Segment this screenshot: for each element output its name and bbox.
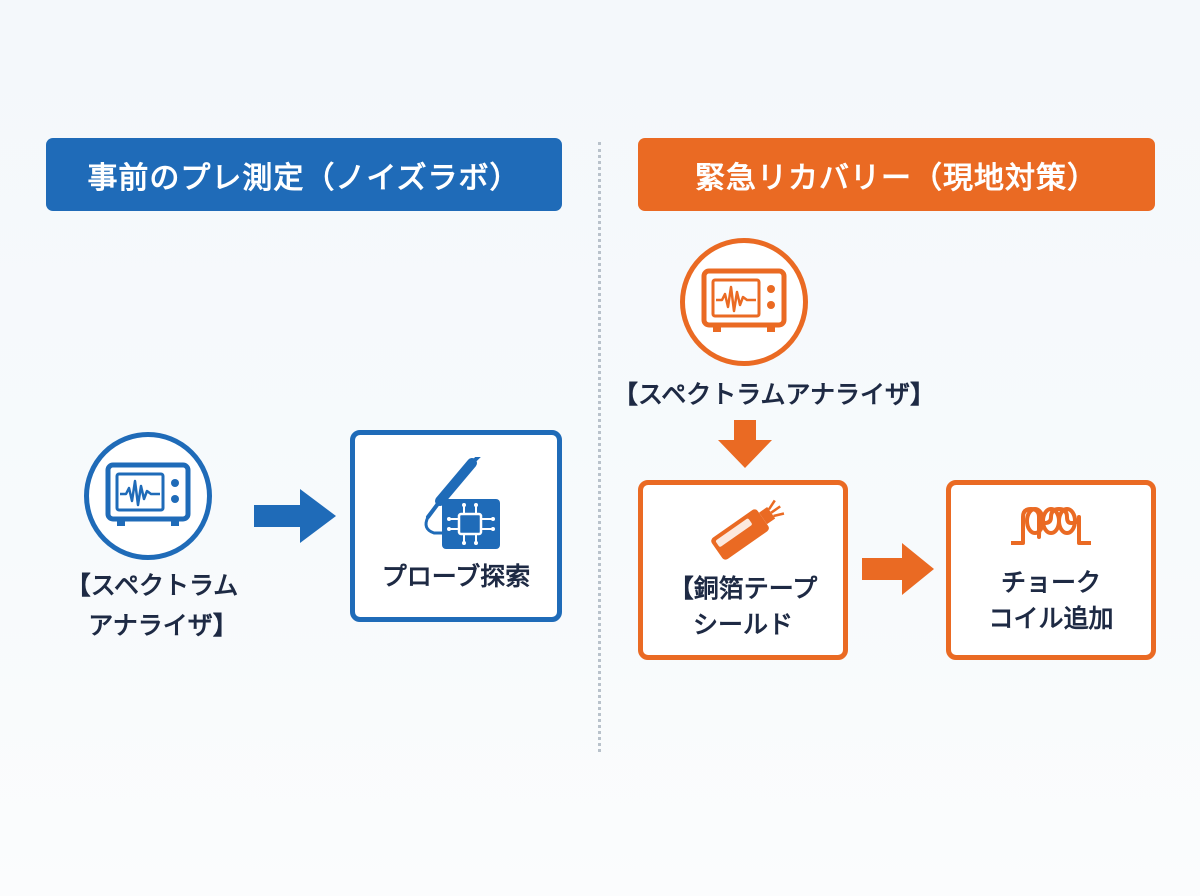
- copper-tape-shield-box: 【銅箔テープ シールド: [638, 480, 848, 660]
- right-arrow-icon: [862, 543, 934, 595]
- pre-measurement-header: 事前のプレ測定（ノイズラボ）: [46, 138, 562, 211]
- right-analyzer-circle: [680, 238, 808, 366]
- choke-coil-label-line2: コイル追加: [988, 604, 1114, 633]
- left-arrow-icon: [254, 489, 336, 543]
- choke-coil-label: チョーク コイル追加: [988, 565, 1113, 637]
- left-analyzer-label-line1: 【スペクトラム: [65, 571, 239, 600]
- down-arrow-icon: [718, 420, 772, 468]
- emergency-recovery-header: 緊急リカバリー（現地対策）: [638, 138, 1155, 211]
- left-analyzer-label: 【スペクトラム アナライザ】: [52, 566, 252, 646]
- emergency-recovery-title: 緊急リカバリー（現地対策）: [695, 160, 1098, 196]
- choke-coil-icon: [1011, 507, 1091, 545]
- probe-search-box: プローブ探索: [350, 430, 562, 622]
- copper-tape-label: 【銅箔テープ シールド: [669, 571, 818, 643]
- copper-tape-label-line1: 【銅箔テープ: [668, 574, 818, 603]
- left-analyzer-label-line2: アナライザ】: [88, 611, 238, 640]
- copper-tape-cable-icon: [711, 499, 785, 560]
- probe-search-label: プローブ探索: [381, 562, 531, 591]
- panel-divider: [598, 142, 601, 752]
- right-analyzer-label: 【スペクトラムアナライザ】: [612, 380, 935, 409]
- pre-measurement-title: 事前のプレ測定（ノイズラボ）: [87, 160, 521, 196]
- probe-chip-icon: [424, 457, 500, 549]
- spectrum-analyzer-icon: [105, 462, 191, 526]
- copper-tape-label-line2: シールド: [692, 610, 793, 639]
- spectrum-analyzer-icon: [701, 268, 787, 332]
- left-analyzer-circle: [84, 432, 212, 560]
- choke-coil-label-line1: チョーク: [1000, 568, 1101, 597]
- choke-coil-box: チョーク コイル追加: [946, 480, 1156, 660]
